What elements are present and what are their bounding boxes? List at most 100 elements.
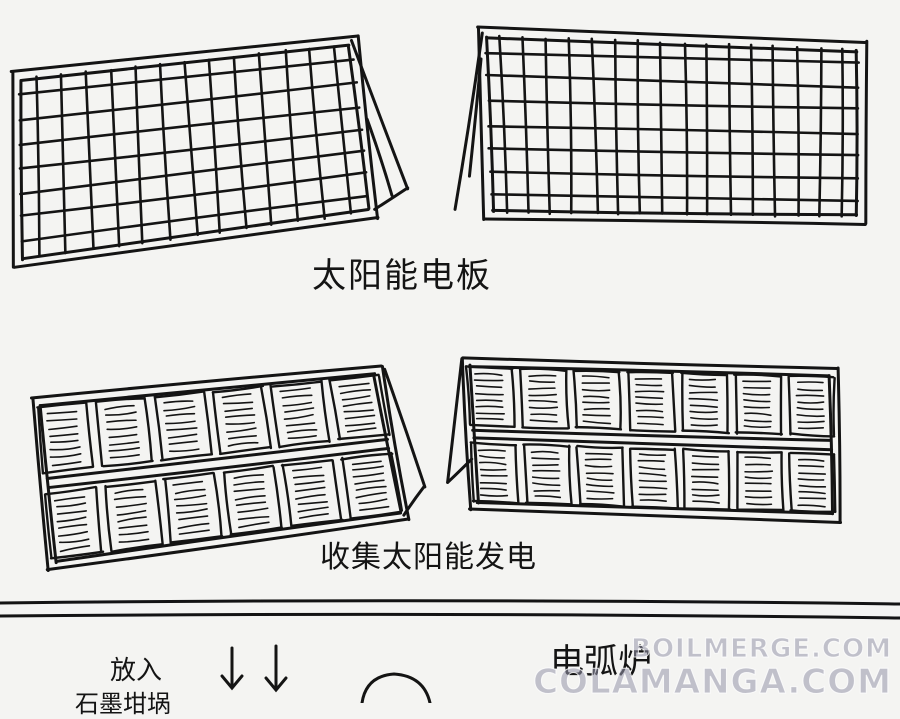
cell-edge <box>214 473 222 535</box>
crucible-outline <box>362 674 430 703</box>
panel-frame <box>487 37 494 211</box>
cell-edge <box>791 510 836 512</box>
cell-hatch <box>583 415 610 416</box>
cell-hatch <box>799 466 824 467</box>
divider-line-bottom <box>0 614 900 618</box>
cell-edge <box>728 451 729 508</box>
cell-edge <box>106 481 155 487</box>
cell-edge <box>628 371 630 431</box>
cell-hatch <box>353 466 383 470</box>
cell-edge <box>342 458 350 519</box>
cell-edge <box>682 431 728 434</box>
cell-hatch <box>744 407 769 408</box>
cell-hatch <box>356 493 386 498</box>
cell-hatch <box>481 488 506 490</box>
cell-hatch <box>47 412 76 414</box>
grid-line <box>334 47 351 214</box>
cell-hatch <box>107 427 136 430</box>
cell-hatch <box>744 400 770 402</box>
cell-edge <box>782 453 784 510</box>
cell-hatch <box>339 383 369 386</box>
cell-hatch <box>636 403 662 404</box>
cell-hatch <box>169 441 197 444</box>
cell-hatch <box>176 490 205 494</box>
cell-hatch <box>640 487 667 488</box>
grid-line <box>751 45 753 215</box>
cell-hatch <box>57 503 85 507</box>
cell-hatch <box>298 502 327 505</box>
cell-edge <box>575 371 619 372</box>
cell-hatch <box>49 426 77 429</box>
cell-hatch <box>535 496 560 497</box>
cell-hatch <box>480 462 506 464</box>
cell-hatch <box>799 473 825 474</box>
cell-hatch <box>167 428 197 430</box>
cell-edge <box>834 378 835 435</box>
cell-hatch <box>531 414 556 415</box>
cell-hatch <box>118 517 146 522</box>
cell-hatch <box>239 522 269 527</box>
cell-hatch <box>47 419 77 421</box>
cell-hatch <box>228 443 257 446</box>
cell-hatch <box>229 436 256 439</box>
cell-hatch <box>119 532 148 535</box>
cell-hatch <box>743 394 769 395</box>
grid-line <box>638 40 640 213</box>
cell-hatch <box>166 414 194 416</box>
cell-hatch <box>296 487 325 491</box>
cell-edge <box>736 375 737 434</box>
grid-line <box>489 101 858 109</box>
cell-hatch <box>234 475 263 478</box>
cell-edge <box>789 377 791 435</box>
panel-stand <box>448 359 462 483</box>
cell-hatch <box>530 381 555 382</box>
cell-hatch <box>690 392 717 393</box>
cell-hatch <box>745 477 771 478</box>
cell-edge <box>630 449 633 506</box>
cell-hatch <box>583 421 610 423</box>
cell-hatch <box>586 454 612 455</box>
cell-hatch <box>531 452 557 453</box>
grid-line <box>490 172 857 179</box>
cell-edge <box>526 503 571 504</box>
cell-hatch <box>690 411 717 412</box>
cell-hatch <box>639 473 665 476</box>
cell-hatch <box>636 385 661 386</box>
cell-edge <box>675 449 678 508</box>
cell-edge <box>333 460 341 518</box>
cell-hatch <box>639 480 666 481</box>
cell-hatch <box>111 455 140 458</box>
cell-hatch <box>799 460 824 462</box>
cell-hatch <box>798 505 825 507</box>
grid-line <box>569 38 572 213</box>
cell-edge <box>627 372 672 373</box>
cell-hatch <box>533 483 560 485</box>
cell-edge <box>43 467 93 473</box>
cell-hatch <box>583 376 609 378</box>
cell-edge <box>577 446 622 448</box>
cell-hatch <box>227 428 256 432</box>
cell-hatch <box>344 410 373 412</box>
cell-hatch <box>59 525 87 529</box>
cell-edge <box>834 454 835 512</box>
cell-hatch <box>529 375 556 376</box>
cell-hatch <box>177 504 207 506</box>
cell-hatch <box>476 394 503 395</box>
cell-hatch <box>585 465 611 466</box>
cell-edge <box>622 448 624 507</box>
cell-hatch <box>50 454 80 457</box>
cell-hatch <box>164 407 195 411</box>
panel-divider <box>49 448 389 487</box>
cell-hatch <box>59 532 88 536</box>
watermark-colamanga: COLAMANGA.COM <box>533 662 892 702</box>
cell-hatch <box>800 498 826 499</box>
cell-hatch <box>745 457 770 458</box>
cell-edge <box>329 380 340 439</box>
cell-hatch <box>638 423 663 424</box>
cell-hatch <box>164 401 193 403</box>
cell-hatch <box>53 462 81 466</box>
cell-hatch <box>638 461 664 462</box>
cell-hatch <box>293 467 322 470</box>
panel-divider <box>47 439 387 478</box>
grid-line <box>522 37 528 212</box>
